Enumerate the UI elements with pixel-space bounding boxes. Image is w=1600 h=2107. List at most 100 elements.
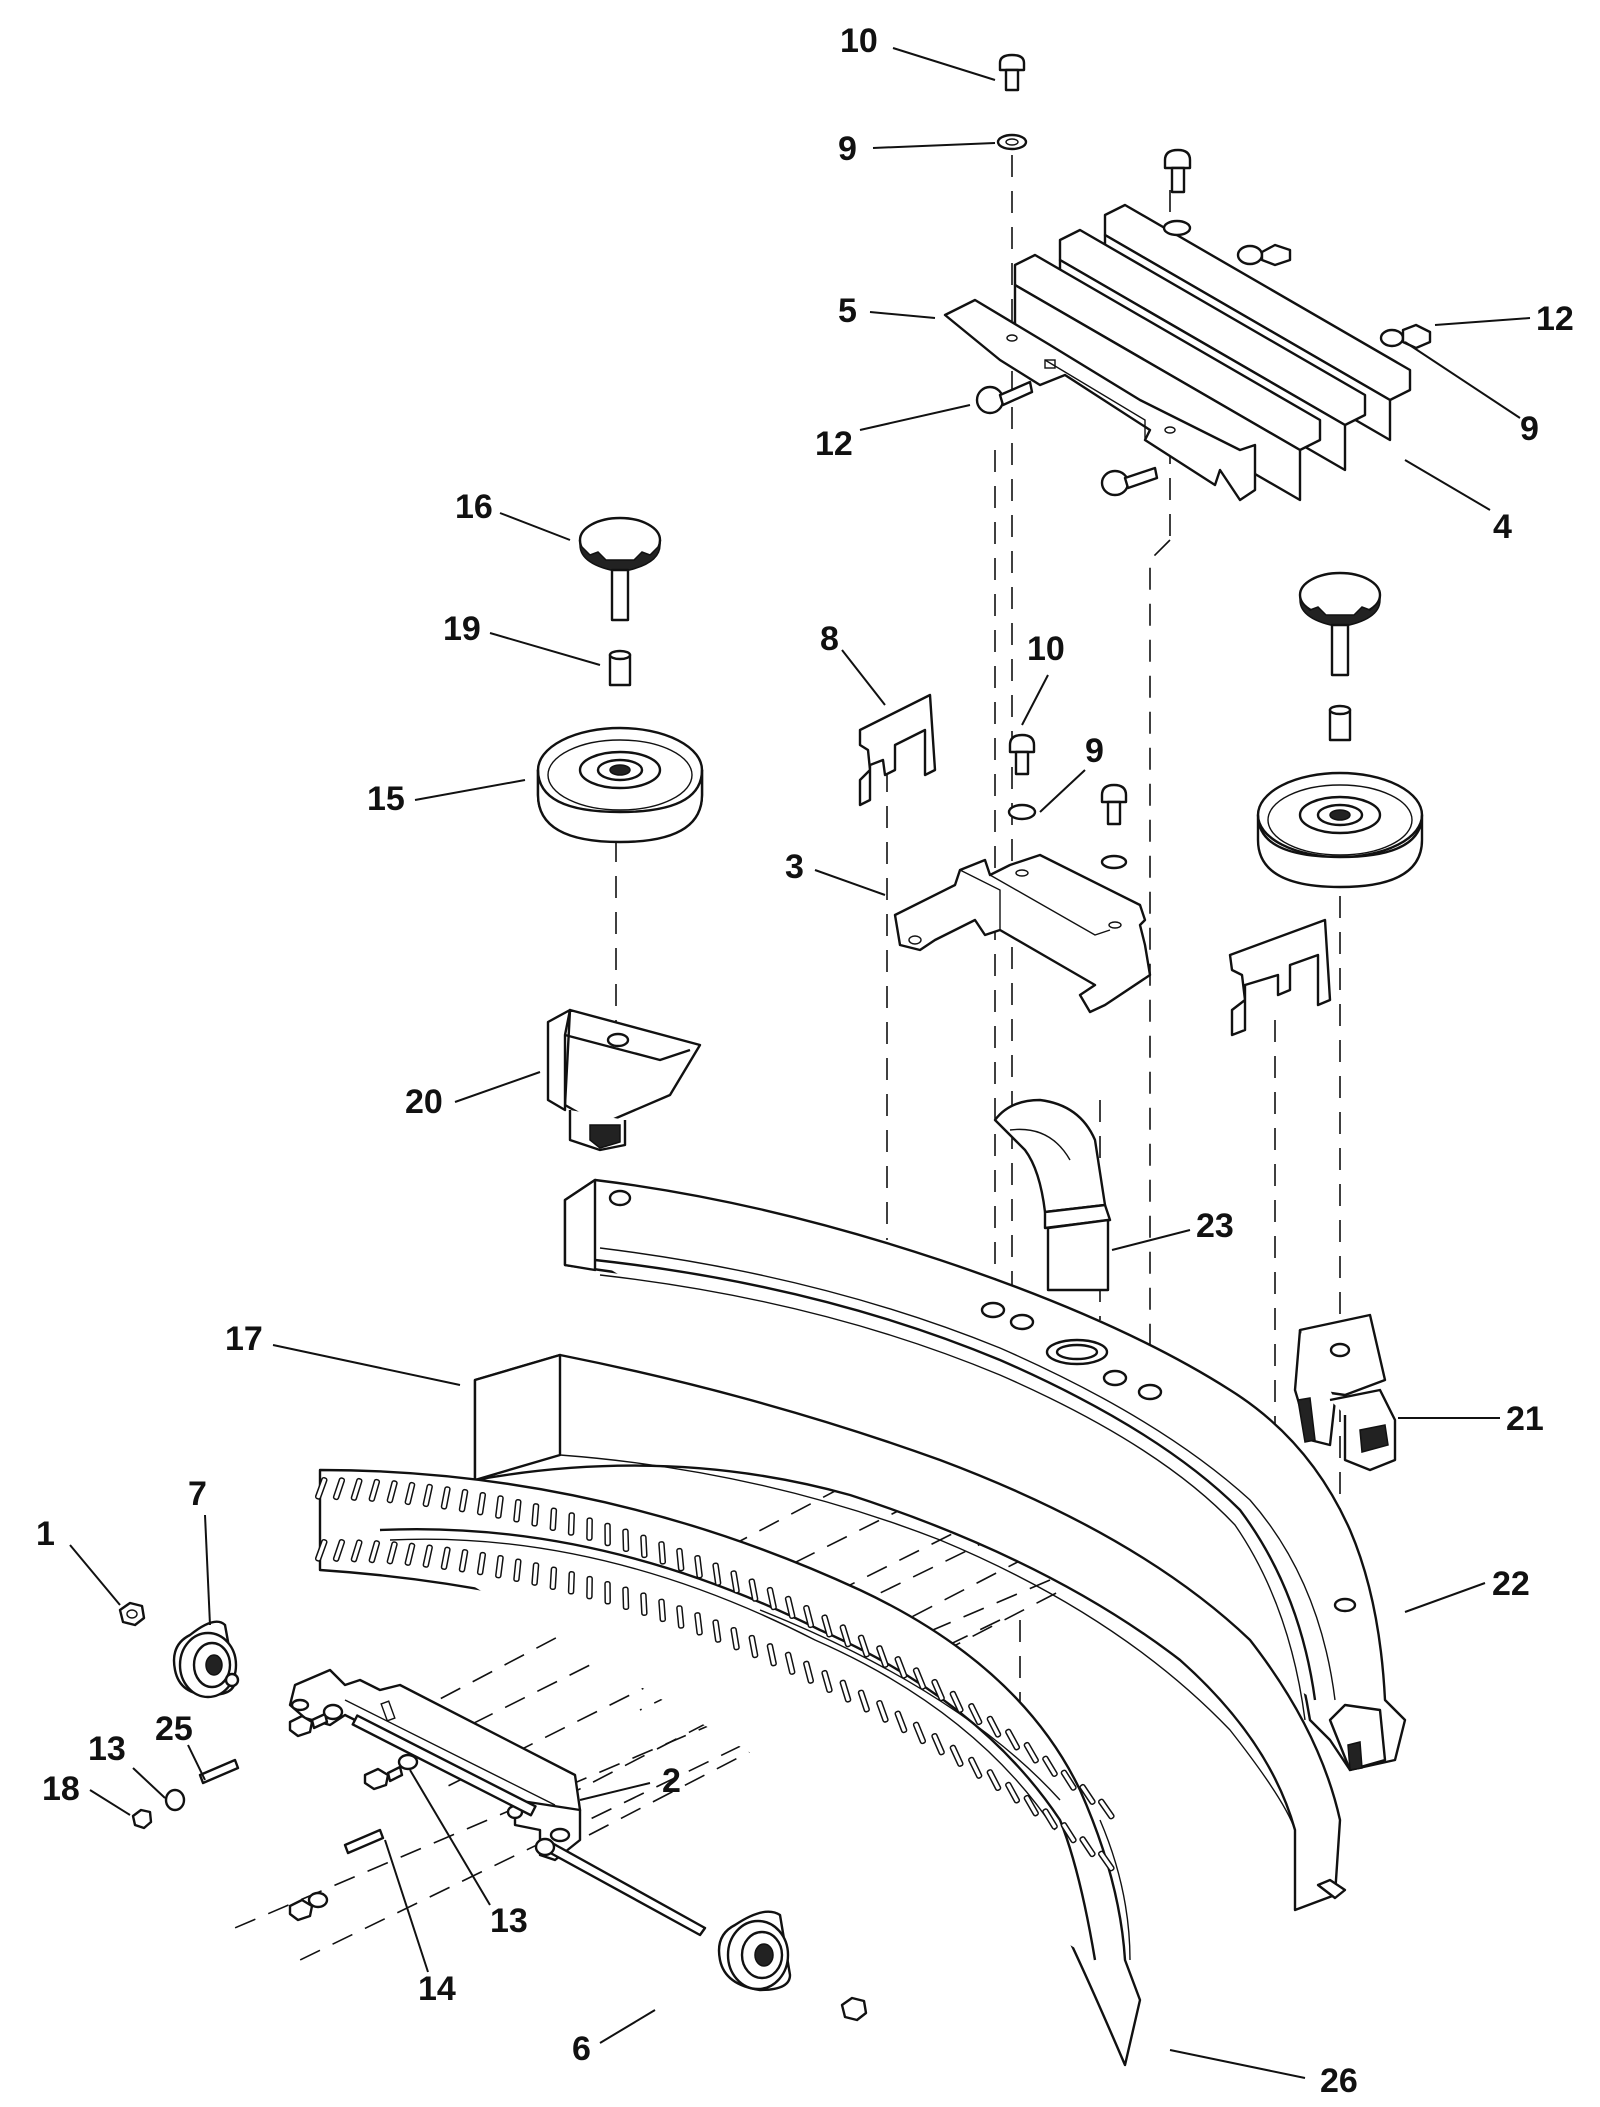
strip-slot xyxy=(458,1488,469,1513)
strip-slot xyxy=(1023,1794,1039,1817)
strip-slot xyxy=(876,1645,889,1668)
strip-slot xyxy=(730,1570,740,1594)
strip-slot xyxy=(766,1586,777,1611)
callout-25: 25 xyxy=(155,1710,193,1748)
strip-slot xyxy=(440,1486,451,1510)
callout-21: 21 xyxy=(1506,1400,1544,1438)
strip-slot xyxy=(549,1566,558,1591)
callout-13-left: 13 xyxy=(88,1730,126,1768)
roller-6 xyxy=(717,1910,792,1992)
strip-slot xyxy=(676,1547,685,1572)
strip-slot xyxy=(658,1541,667,1565)
callout-13-lower: 13 xyxy=(490,1902,528,1940)
callout-5: 5 xyxy=(838,292,857,330)
hardware-4-5 xyxy=(975,148,1432,497)
strip-slot xyxy=(1005,1728,1021,1751)
strip-slot xyxy=(1042,1808,1058,1830)
wheel-15-left xyxy=(536,726,704,844)
strip-slot xyxy=(495,1495,504,1519)
strip-slot xyxy=(1097,1850,1115,1872)
strip-slot xyxy=(894,1710,908,1734)
strip-slot xyxy=(622,1528,630,1553)
strip-slot xyxy=(368,1540,381,1564)
leader-lines xyxy=(69,47,1531,2079)
small-hardware xyxy=(118,1601,868,2022)
strip-slot xyxy=(314,1476,328,1500)
strip-slot xyxy=(386,1541,398,1565)
callout-23: 23 xyxy=(1196,1207,1234,1245)
callout-15: 15 xyxy=(367,780,405,818)
strip-slot xyxy=(1060,1769,1077,1791)
strip-slot xyxy=(1079,1783,1096,1805)
axle xyxy=(534,1837,707,1937)
callout-16: 16 xyxy=(455,488,493,526)
strip-slot xyxy=(386,1480,398,1504)
callout-20: 20 xyxy=(405,1083,443,1121)
elbow-23 xyxy=(993,1098,1112,1292)
mount-21 xyxy=(1293,1313,1397,1472)
strip-slot xyxy=(350,1477,363,1501)
strip-slot xyxy=(803,1660,815,1684)
strip-slot xyxy=(604,1522,611,1547)
strip-slot xyxy=(821,1669,833,1694)
strip-slot xyxy=(422,1544,433,1568)
screw-10-middle xyxy=(1007,733,1128,870)
strip-slot xyxy=(1042,1755,1058,1778)
callout-9-right: 9 xyxy=(1520,410,1539,448)
strip-slot xyxy=(404,1481,416,1506)
strip-slot xyxy=(912,1721,927,1745)
strip-slot xyxy=(586,1517,593,1541)
strip-slot xyxy=(495,1554,504,1579)
bracket-3 xyxy=(893,853,1152,1014)
strip-slot xyxy=(784,1651,796,1675)
callout-2: 2 xyxy=(662,1762,681,1800)
callout-19: 19 xyxy=(443,610,481,648)
wheel-right xyxy=(1256,771,1424,889)
mount-20 xyxy=(546,1008,702,1152)
strip-slot xyxy=(748,1578,759,1602)
strip-slot xyxy=(332,1477,346,1501)
knob-16-left xyxy=(578,516,662,687)
callout-26: 26 xyxy=(1320,2062,1358,2100)
callout-3: 3 xyxy=(785,848,804,886)
strip-slot xyxy=(640,1592,648,1616)
strip-slot xyxy=(531,1503,540,1527)
strip-slot xyxy=(567,1571,575,1595)
screw-10-top xyxy=(996,53,1028,151)
strip-slot xyxy=(404,1542,416,1566)
strip-slot xyxy=(640,1534,648,1559)
strip-slot xyxy=(949,1744,964,1767)
strip-slot xyxy=(839,1624,852,1648)
callout-12-left: 12 xyxy=(815,425,853,463)
strip-slot xyxy=(513,1498,522,1523)
strip-slot xyxy=(931,1678,945,1702)
strip-slot xyxy=(894,1656,908,1679)
strip-slot xyxy=(1023,1741,1039,1764)
strip-slot xyxy=(1005,1781,1021,1804)
callout-1: 1 xyxy=(36,1515,55,1553)
strip-slot xyxy=(730,1626,740,1651)
clip-right xyxy=(1228,918,1332,1037)
strip-slot xyxy=(839,1679,852,1703)
strip-slot xyxy=(931,1732,945,1756)
strip-slot xyxy=(712,1619,722,1643)
strip-slot xyxy=(567,1512,575,1536)
panel-17 xyxy=(473,1353,1347,1912)
strip-slot xyxy=(531,1562,540,1586)
callout-8: 8 xyxy=(820,620,839,658)
callout-17: 17 xyxy=(225,1320,263,1358)
strip-slot xyxy=(1097,1798,1115,1820)
strip-slot xyxy=(368,1478,381,1502)
strip-slot xyxy=(857,1634,870,1658)
strip-slot xyxy=(332,1538,346,1562)
callout-22: 22 xyxy=(1492,1565,1530,1603)
strip-slot xyxy=(748,1634,759,1659)
strip-slot xyxy=(784,1595,796,1620)
bracket-2 xyxy=(288,1668,582,1862)
strip-slot xyxy=(986,1715,1002,1738)
strip-slot xyxy=(1060,1822,1077,1844)
strip-slot xyxy=(766,1643,777,1667)
strip-slot xyxy=(676,1605,685,1629)
callout-12-right: 12 xyxy=(1536,300,1574,338)
